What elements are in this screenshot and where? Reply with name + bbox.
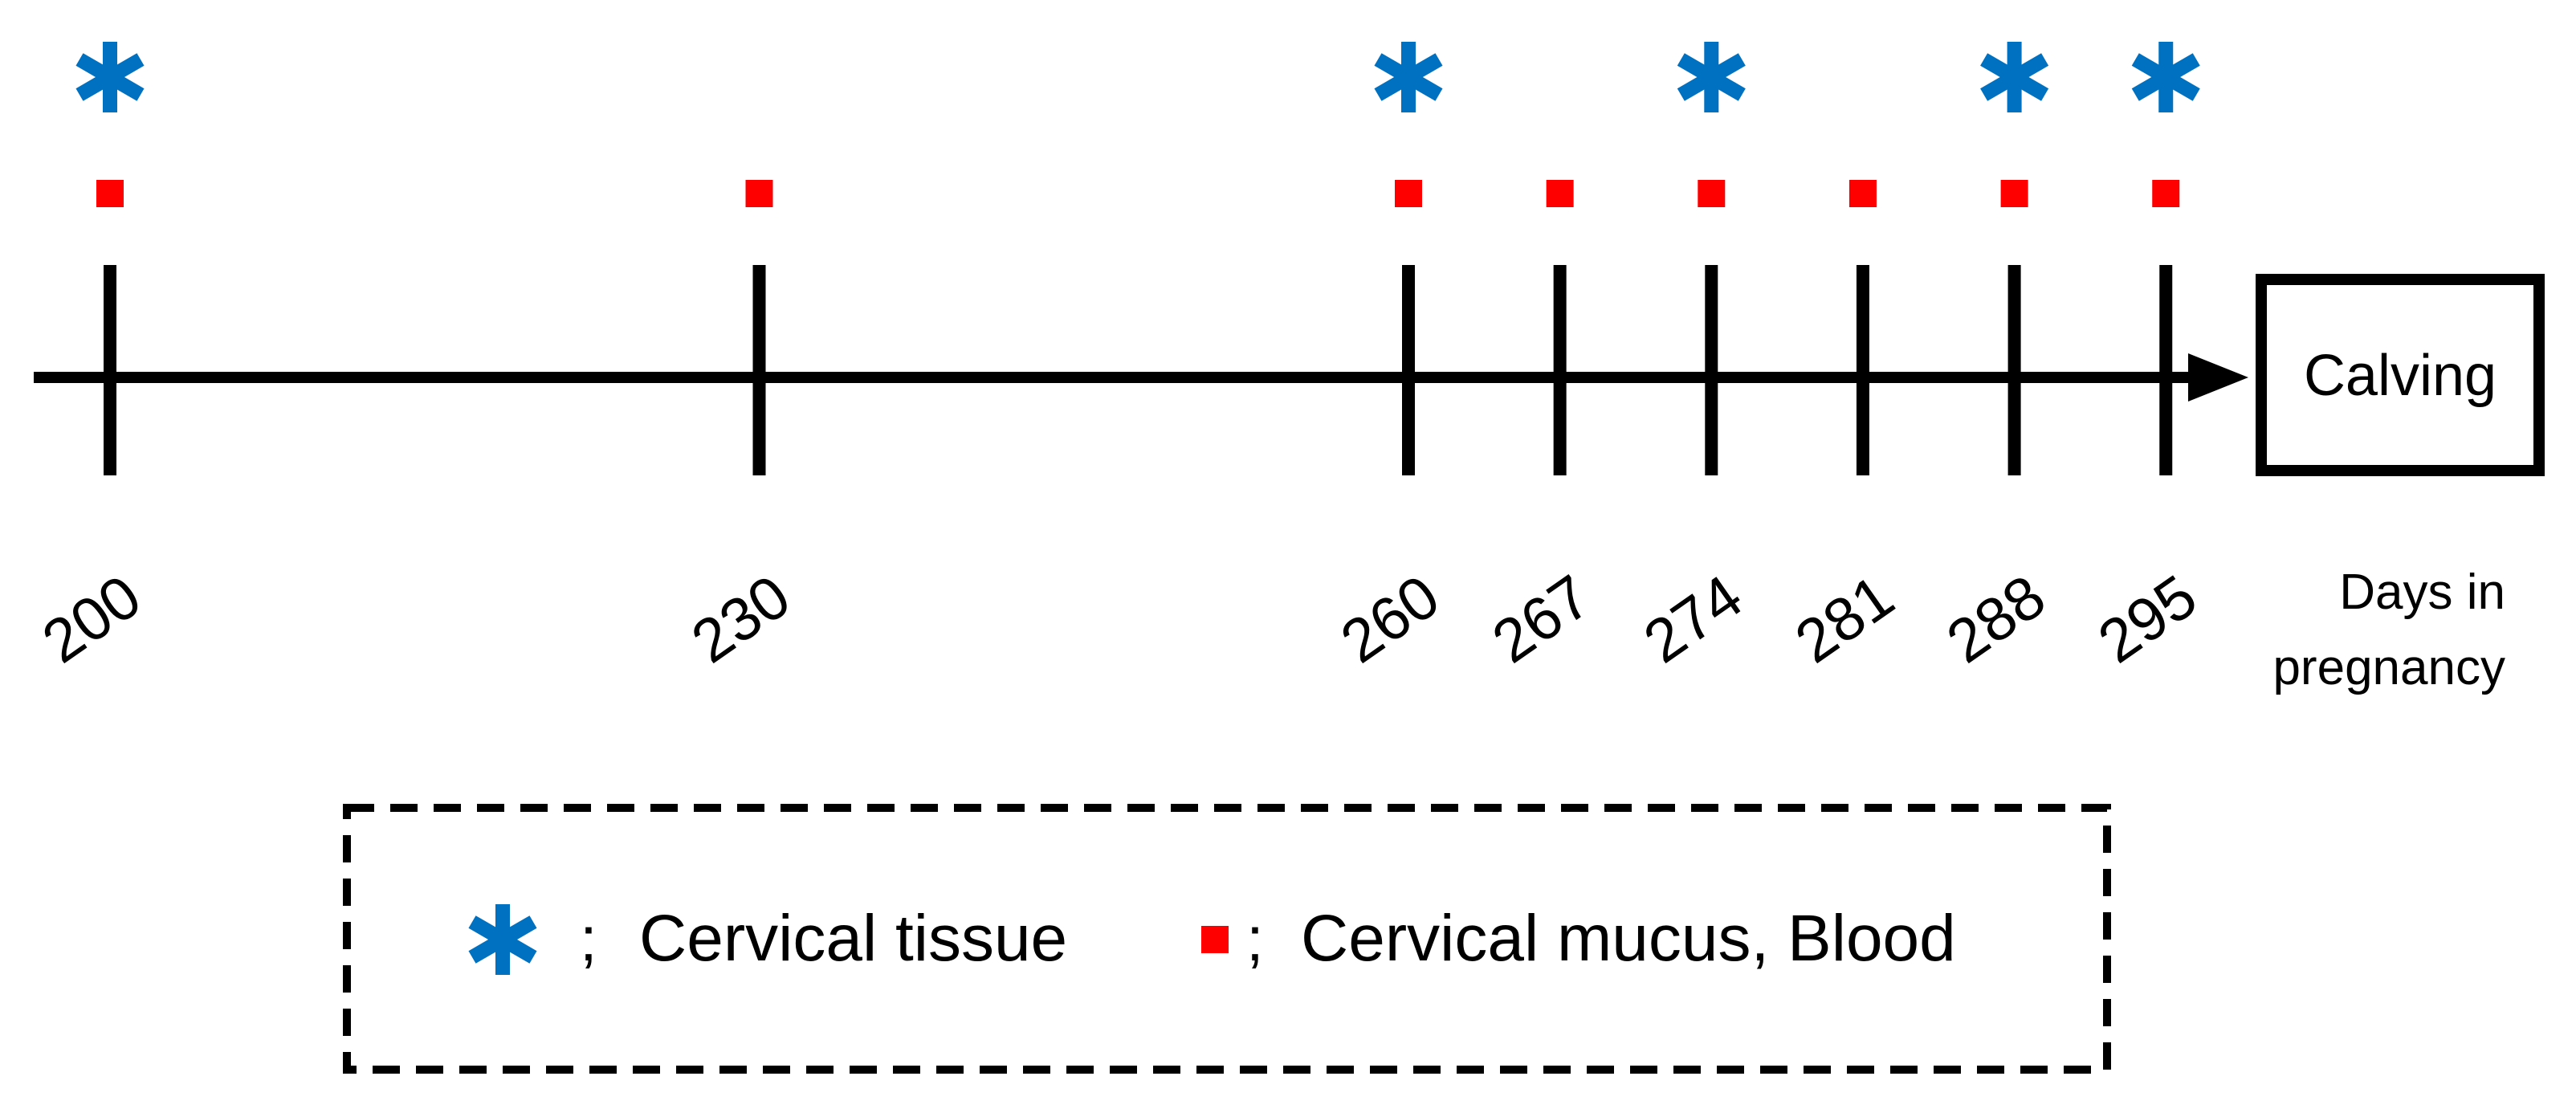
square-icon xyxy=(1546,180,1574,207)
square-icon xyxy=(2152,180,2180,207)
day-label-267: 267 xyxy=(1481,562,1604,676)
asterisk-icon xyxy=(472,904,533,975)
square-icon xyxy=(96,180,124,207)
legend: ; Cervical tissue ; Cervical mucus, Bloo… xyxy=(343,804,2111,1074)
square-icon xyxy=(745,180,773,207)
legend-tissue-separator: ; xyxy=(580,903,597,974)
axis-label-line1: Days in xyxy=(2339,565,2505,620)
square-icon xyxy=(2000,180,2028,207)
timeline-ticks xyxy=(104,265,2173,475)
square-icon xyxy=(1395,180,1422,207)
axis-label-line2: pregnancy xyxy=(2272,640,2505,695)
day-label-295: 295 xyxy=(2086,562,2209,676)
calving-label: Calving xyxy=(2304,344,2497,408)
timeline-arrowhead xyxy=(2188,353,2248,402)
asterisk-icon xyxy=(2135,42,2196,112)
day-label-288: 288 xyxy=(1935,562,2058,676)
legend-frame xyxy=(343,804,2111,1074)
asterisk-icon xyxy=(1378,42,1439,112)
asterisk-icon xyxy=(1984,42,2045,112)
legend-mucus-separator: ; xyxy=(1246,903,1264,974)
day-label-200: 200 xyxy=(31,562,153,676)
day-label-274: 274 xyxy=(1632,562,1755,676)
asterisk-icon xyxy=(79,42,141,112)
day-label-281: 281 xyxy=(1783,562,1906,676)
day-label-230: 230 xyxy=(680,562,803,676)
calving-box xyxy=(2256,274,2545,476)
sample-markers xyxy=(79,42,2196,207)
square-icon xyxy=(1698,180,1726,207)
asterisk-icon xyxy=(1681,42,1742,112)
legend-mucus-label: Cervical mucus, Blood xyxy=(1301,902,1956,975)
square-icon xyxy=(1848,180,1877,207)
day-label-260: 260 xyxy=(1329,562,1452,676)
square-icon xyxy=(1201,926,1229,953)
legend-tissue-label: Cervical tissue xyxy=(639,902,1067,975)
